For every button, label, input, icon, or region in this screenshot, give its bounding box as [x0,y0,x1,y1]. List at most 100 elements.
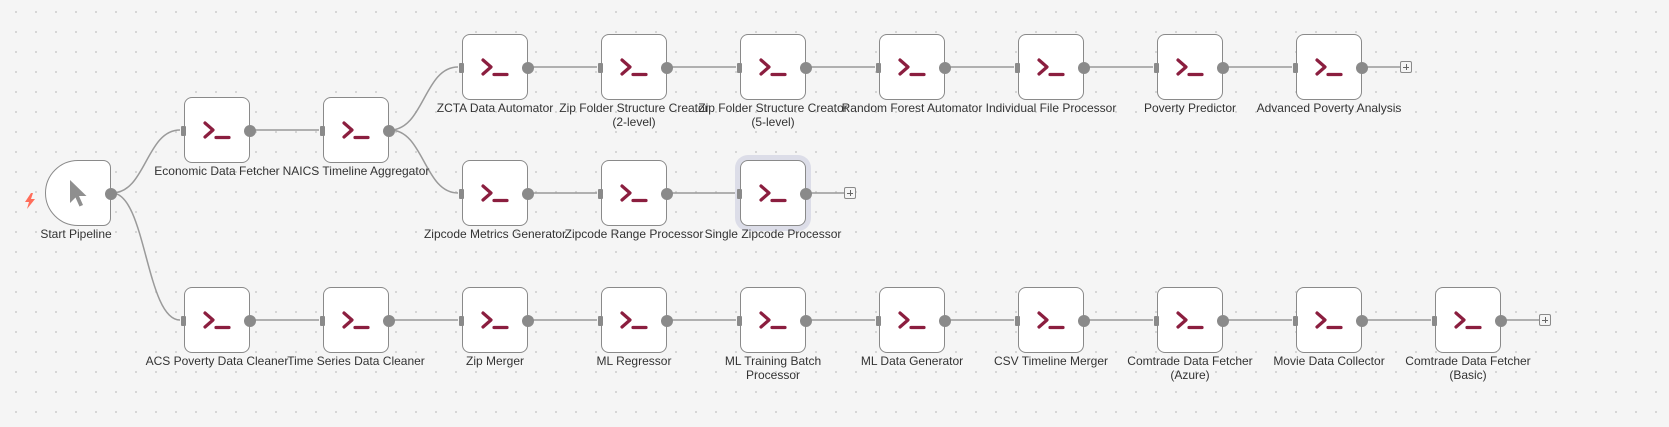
csvmerge-node[interactable] [1015,287,1090,353]
output-port[interactable] [1356,62,1368,74]
tsclean-node[interactable] [320,287,395,353]
output-port[interactable] [661,62,673,74]
input-port[interactable] [876,316,881,326]
output-port[interactable] [1217,315,1229,327]
output-port[interactable] [800,188,812,200]
output-port[interactable] [383,125,395,137]
output-port[interactable] [522,315,534,327]
output-port[interactable] [105,188,117,200]
output-port[interactable] [939,62,951,74]
connection-line [389,66,459,131]
input-port[interactable] [598,316,603,326]
mlreg-node[interactable] [598,287,673,353]
connection-line [111,129,181,194]
input-port[interactable] [459,316,464,326]
input-port[interactable] [181,126,186,136]
advpov-label: Advanced Poverty Analysis [1256,101,1402,115]
input-port[interactable] [459,63,464,73]
zipmerger-node[interactable] [459,287,534,353]
terminal-icon [481,311,509,330]
zipmetrics-node[interactable] [459,160,534,226]
terminal-icon [203,121,231,140]
input-port[interactable] [1154,63,1159,73]
combasic-node[interactable] [1432,287,1507,353]
mlbatch-node[interactable] [737,287,812,353]
movie-node[interactable] [1293,287,1368,353]
zip2-node[interactable] [598,34,673,100]
terminal-icon [481,58,509,77]
rf-node[interactable] [876,34,951,100]
terminal-icon [1315,58,1343,77]
economic-node[interactable] [181,97,256,163]
output-port[interactable] [244,315,256,327]
movie-label: Movie Data Collector [1273,354,1385,368]
output-port[interactable] [661,315,673,327]
output-port[interactable] [939,315,951,327]
input-port[interactable] [737,316,742,326]
singlezip-node[interactable] [737,160,812,226]
input-port[interactable] [1293,63,1298,73]
start-pipeline-trigger-node[interactable] [45,160,117,226]
mlgen-node[interactable] [876,287,951,353]
input-port[interactable] [598,63,603,73]
naics-node[interactable] [320,97,395,163]
input-port[interactable] [598,189,603,199]
povpred-node[interactable] [1154,34,1229,100]
terminal-icon [759,58,787,77]
povpred-label: Poverty Predictor [1143,101,1237,115]
economic-label: Economic Data Fetcher [154,164,280,178]
output-port[interactable] [800,315,812,327]
terminal-icon [759,184,787,203]
output-port[interactable] [1078,62,1090,74]
connection-line [111,192,181,321]
terminal-icon [898,58,926,77]
output-port[interactable] [661,188,673,200]
zip5-node[interactable] [737,34,812,100]
output-port[interactable] [1495,315,1507,327]
input-port[interactable] [1293,316,1298,326]
terminal-icon [898,311,926,330]
acs-node[interactable] [181,287,256,353]
add-node-button[interactable] [844,187,856,199]
input-port[interactable] [1154,316,1159,326]
input-port[interactable] [876,63,881,73]
input-port[interactable] [737,63,742,73]
ziprange-node[interactable] [598,160,673,226]
advpov-node[interactable] [1293,34,1368,100]
input-port[interactable] [320,316,325,326]
mlbatch-label: ML Training Batch Processor [724,354,822,382]
output-port[interactable] [522,188,534,200]
output-port[interactable] [800,62,812,74]
singlezip-label: Single Zipcode Processor [704,227,842,241]
terminal-icon [620,58,648,77]
input-port[interactable] [181,316,186,326]
indiv-node[interactable] [1015,34,1090,100]
input-port[interactable] [737,189,742,199]
input-port[interactable] [1015,63,1020,73]
indiv-label: Individual File Processor [985,101,1117,115]
output-port[interactable] [383,315,395,327]
terminal-icon [620,184,648,203]
output-port[interactable] [1078,315,1090,327]
comazure-node[interactable] [1154,287,1229,353]
input-port[interactable] [459,189,464,199]
output-port[interactable] [1356,315,1368,327]
output-port[interactable] [1217,62,1229,74]
input-port[interactable] [1432,316,1437,326]
terminal-icon [1454,311,1482,330]
output-port[interactable] [522,62,534,74]
rf-label: Random Forest Automator [841,101,983,115]
mlgen-label: ML Data Generator [860,354,964,368]
zip5-label: Zip Folder Structure Creator (5-level) [698,101,848,129]
input-port[interactable] [320,126,325,136]
terminal-icon [1315,311,1343,330]
lightning-icon [25,193,35,209]
input-port[interactable] [1015,316,1020,326]
add-node-button[interactable] [1539,314,1551,326]
acs-label: ACS Poverty Data Cleaner [145,354,289,368]
terminal-icon [342,121,370,140]
output-port[interactable] [244,125,256,137]
add-node-button[interactable] [1400,61,1412,73]
zcta-node[interactable] [459,34,534,100]
